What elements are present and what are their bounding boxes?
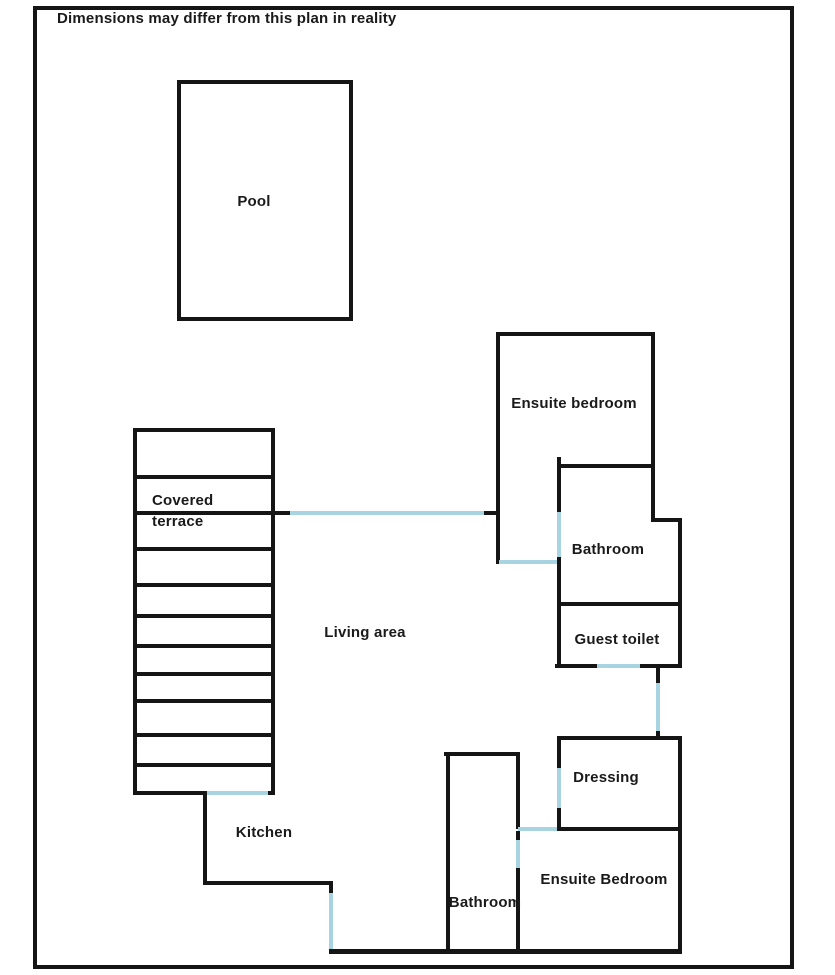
kitchen-door — [329, 893, 333, 949]
bathroom-top-wall-right-upper — [651, 464, 655, 522]
exterior-wall-bottom — [329, 949, 682, 954]
terrace-kitchen-opening — [207, 791, 268, 795]
terrace-outline — [133, 428, 275, 795]
terrace-label-line2: terrace — [152, 513, 204, 530]
connector-stub — [656, 731, 660, 740]
kitchen-wall-bottom — [203, 881, 333, 885]
living-area-label: Living area — [324, 624, 406, 641]
terrace-step-line — [136, 733, 272, 737]
bathroom-top-wall-notch — [651, 518, 682, 522]
bathroom-top-wall-left-upper — [557, 464, 561, 512]
ensuite-bottom-wall-left-lower — [516, 868, 520, 953]
connector-stub — [656, 666, 660, 683]
bathroom-top-wall-right-lower — [678, 518, 682, 606]
terrace-step-line — [136, 583, 272, 587]
ensuite-bedroom-bottom-label: Ensuite Bedroom — [540, 871, 668, 888]
bathroom-bottom-wall-left — [446, 752, 450, 953]
ensuite-bottom-wall-left-upper — [516, 831, 520, 840]
terrace-step-line — [136, 672, 272, 676]
bathroom-bottom-wall-top — [444, 752, 520, 756]
guest-toilet-wall-bottom-left — [555, 664, 597, 668]
connector-stub — [267, 511, 290, 515]
terrace-living-opening — [290, 511, 484, 515]
terrace-step-line — [136, 763, 272, 767]
ensuite-bottom-wall-top — [556, 827, 682, 831]
toilet-dressing-opening — [656, 683, 660, 731]
pool-outline — [177, 80, 353, 321]
guest-toilet-wall-left — [557, 602, 561, 668]
terrace-label-line1: Covered — [152, 492, 214, 509]
bathroom-top-wall-top — [557, 464, 655, 468]
terrace-step-line — [136, 511, 272, 515]
bathroom-dressing-opening — [518, 827, 557, 831]
ensuite-top-wall-right — [651, 332, 655, 468]
connector-stub — [484, 511, 498, 515]
dressing-label: Dressing — [573, 769, 639, 786]
bathroom-top-wall-left-lower — [557, 555, 561, 606]
terrace-step-line — [136, 644, 272, 648]
bathroom-bottom-label: Bathroom — [448, 894, 522, 911]
dressing-wall-left-lower — [557, 808, 561, 831]
dressing-wall-right — [678, 736, 682, 831]
guest-toilet-label: Guest toilet — [574, 631, 660, 648]
kitchen-wall-left — [203, 793, 207, 884]
pool-label: Pool — [237, 193, 271, 210]
dressing-door — [557, 768, 561, 808]
bathroom-top-door — [557, 512, 561, 557]
ensuite-top-wall-top — [496, 332, 655, 336]
bathroom-top-wall-bottom — [557, 602, 682, 606]
ensuite-top-wall-left — [496, 332, 500, 564]
guest-toilet-wall-bottom-right — [640, 664, 682, 668]
dressing-wall-left-upper — [557, 736, 561, 768]
guest-toilet-door — [597, 664, 640, 668]
bathroom-bottom-wall-right — [516, 752, 520, 829]
ensuite-bottom-door — [516, 840, 520, 868]
plan-border — [33, 6, 794, 969]
ensuite-bedroom-top-label: Ensuite bedroom — [511, 395, 637, 412]
kitchen-label: Kitchen — [235, 824, 293, 841]
disclaimer-text: Dimensions may differ from this plan in … — [57, 10, 397, 27]
terrace-step-line — [136, 475, 272, 479]
terrace-step-line — [136, 699, 272, 703]
terrace-step-line — [136, 614, 272, 618]
bathroom-top-stub — [557, 457, 561, 466]
ensuite-bottom-wall-right — [678, 827, 682, 953]
terrace-step-line — [136, 547, 272, 551]
kitchen-wall-right-stub — [329, 881, 333, 893]
guest-toilet-wall-right — [678, 602, 682, 668]
ensuite-bathroom-opening — [499, 560, 557, 564]
bathroom-top-label: Bathroom — [571, 541, 645, 558]
dressing-wall-top — [557, 736, 682, 740]
